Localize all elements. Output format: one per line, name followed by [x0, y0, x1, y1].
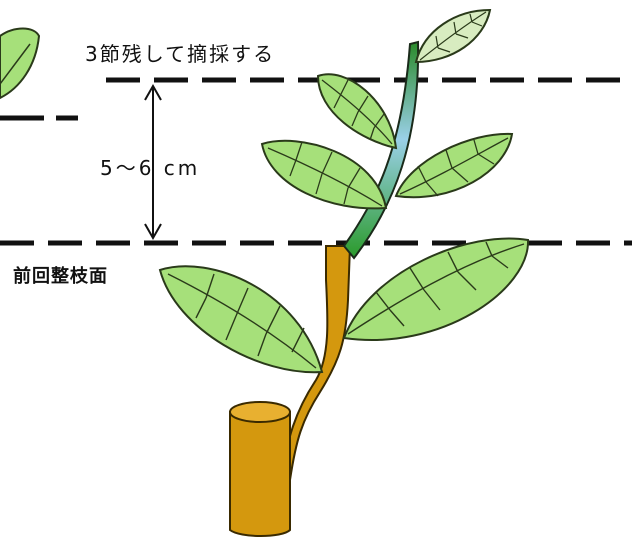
new-shoot [344, 42, 418, 258]
plucking-instruction-label: 3節残して摘採する [85, 38, 275, 67]
previous-pruning-label: 前回整枝面 [13, 262, 108, 288]
measurement-label: 5～6 cm [100, 152, 200, 181]
leaf-middle-left [262, 141, 386, 209]
leaf-lower-right [344, 238, 528, 340]
leaf-young-top [416, 10, 490, 62]
leaf-lower-left [160, 266, 322, 372]
leaf-upper-left [318, 74, 396, 148]
leaf-middle-right [396, 134, 512, 197]
partial-leaf-top-left [0, 29, 39, 99]
cut-stump-top [230, 402, 290, 422]
